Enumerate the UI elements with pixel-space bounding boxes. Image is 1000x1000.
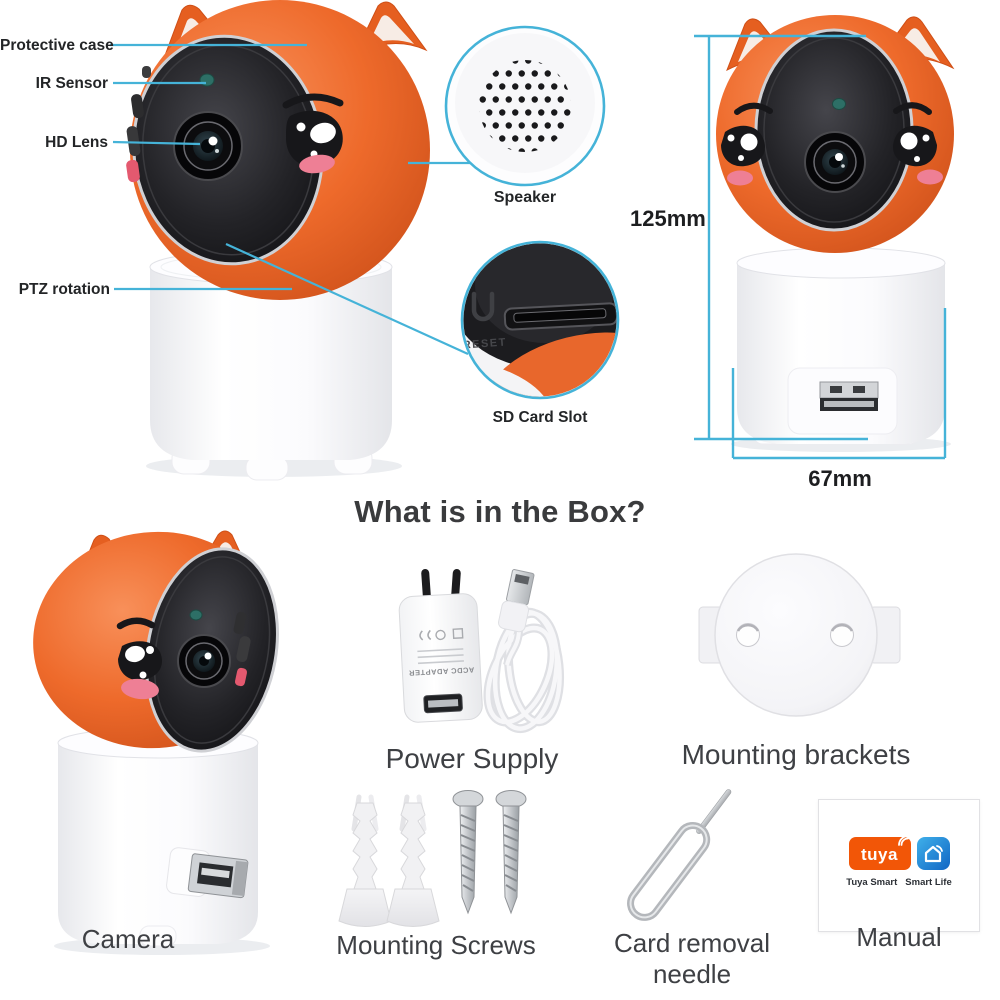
label-item-camera: Camera: [81, 924, 175, 954]
label-sd-card-slot: SD Card Slot: [492, 409, 588, 426]
label-ptz-rotation: PTZ rotation: [18, 281, 110, 298]
label-item-card-removal-needle: Card removal needle: [613, 928, 771, 989]
leader-sd-slot: [225, 242, 469, 356]
label-item-mounting-brackets: Mounting brackets: [681, 739, 911, 770]
power-adapter: ACDC ADAPTER: [398, 569, 483, 723]
leader-lines: [110, 43, 470, 356]
eyebrow-left: [734, 102, 773, 115]
box-item-manual-card: tuya Tuya Smart Smart Life: [818, 799, 980, 932]
tuya-wifi-icon: [897, 835, 909, 846]
box-item-bracket-photo: [698, 553, 901, 717]
side-buttons: [233, 611, 251, 687]
eye: [286, 110, 343, 167]
label-protective-case: Protective case: [0, 37, 114, 54]
caption-tuya-smart: Tuya Smart: [846, 877, 898, 888]
plug-pin: [421, 569, 431, 599]
dimension-lines: [694, 34, 947, 460]
eye-left: [721, 125, 765, 167]
hd-lens: [173, 111, 243, 181]
reset-embossed-text: RESET: [462, 336, 507, 351]
label-speaker: Speaker: [493, 189, 557, 206]
eye: [118, 641, 162, 681]
box-item-needle-photo: [627, 789, 732, 921]
leader-hd-lens: [112, 140, 201, 146]
tuya-logo: tuya: [848, 835, 911, 870]
usb-port: [787, 367, 898, 435]
box-item-power-supply-photo: ACDC ADAPTER: [398, 569, 565, 734]
side-buttons: [126, 66, 151, 183]
bracket-disc: [714, 553, 878, 717]
blush-right: [917, 169, 943, 185]
label-hd-lens: HD Lens: [45, 134, 108, 151]
manual-caption: Tuya Smart Smart Life: [819, 877, 979, 888]
blush: [121, 678, 159, 700]
label-item-manual: Manual: [856, 922, 942, 952]
wall-anchor: [338, 794, 392, 927]
label-width-67mm: 67mm: [808, 466, 872, 491]
wall-anchor: [386, 794, 440, 927]
blush-left: [727, 170, 753, 186]
label-ir-sensor: IR Sensor: [35, 75, 108, 92]
box-item-screws-photo: [338, 790, 527, 927]
base-cylinder: [731, 247, 951, 452]
adapter-marking-text: ACDC ADAPTER: [408, 665, 474, 677]
eyebrow: [116, 617, 156, 630]
label-item-power-supply: Power Supply: [385, 743, 559, 774]
screw: [495, 790, 527, 915]
smart-life-app-icon: [916, 837, 950, 870]
eyebrow-right: [893, 102, 932, 115]
sd-slot: [503, 302, 617, 331]
fox-head: [716, 15, 954, 253]
box-item-camera-photo: [33, 530, 279, 955]
label-height-125mm: 125mm: [630, 206, 706, 231]
box-title: What is in the Box?: [354, 494, 646, 529]
base-cylinder: [54, 727, 270, 955]
usb-plug: [166, 847, 249, 899]
eject-needle: [627, 789, 732, 921]
hd-lens: [177, 634, 231, 688]
caption-smart-life: Smart Life: [905, 877, 952, 888]
bracket-screw-holes: [736, 623, 854, 647]
speaker-holes: [479, 60, 571, 152]
house-icon: [924, 844, 943, 862]
ir-sensor-dot: [832, 98, 846, 110]
eye-right: [893, 125, 937, 167]
plug-pin: [451, 569, 461, 599]
camera-dimension-photo: [716, 15, 955, 452]
blush: [299, 154, 335, 174]
label-item-mounting-screws: Mounting Screws: [336, 930, 536, 960]
eyebrow: [282, 93, 344, 109]
tuya-logo-text: tuya: [861, 844, 898, 864]
ir-sensor-dot: [189, 609, 203, 621]
speaker-detail-circle: [444, 25, 606, 187]
fox-head: [126, 0, 430, 300]
reset-icon: [471, 291, 495, 322]
lens-catchlight: [208, 136, 218, 146]
camera-front-photo: [126, 0, 430, 481]
fox-head: [33, 531, 279, 753]
hd-lens: [804, 131, 866, 193]
screw: [452, 790, 484, 915]
usb-connector: [498, 569, 535, 633]
